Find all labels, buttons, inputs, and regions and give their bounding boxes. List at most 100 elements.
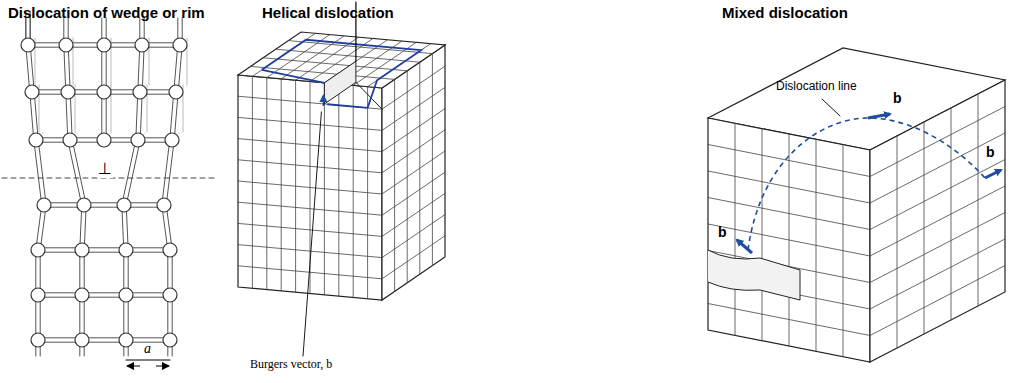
grid-line bbox=[382, 87, 445, 130]
grid-line bbox=[870, 133, 1005, 203]
atom bbox=[75, 333, 89, 347]
grid-line bbox=[870, 239, 1005, 309]
atom bbox=[31, 333, 45, 347]
atom bbox=[37, 198, 51, 212]
burgers-vector bbox=[323, 96, 325, 106]
atom bbox=[97, 133, 111, 147]
grid-line bbox=[288, 41, 432, 54]
panel-title: Dislocation of wedge or rim bbox=[8, 4, 205, 21]
atom bbox=[119, 288, 133, 302]
atom bbox=[59, 38, 73, 52]
burgers-circuit bbox=[262, 70, 325, 83]
atom bbox=[119, 333, 133, 347]
atom-bond bbox=[166, 140, 174, 205]
front-face bbox=[708, 118, 870, 362]
grid-line bbox=[238, 181, 382, 194]
side-face bbox=[382, 45, 445, 300]
burgers-circuit bbox=[262, 40, 421, 108]
atom-bond bbox=[34, 140, 42, 205]
callout-label: Dislocation line bbox=[776, 80, 857, 94]
atom bbox=[29, 133, 43, 147]
side-face bbox=[870, 80, 1005, 362]
grid-line bbox=[382, 172, 445, 215]
atom bbox=[135, 38, 149, 52]
burgers-symbol: b bbox=[986, 144, 995, 160]
burgers-vector-arrow bbox=[868, 114, 890, 118]
atom bbox=[25, 85, 39, 99]
dimension-line bbox=[126, 360, 170, 361]
grid-line bbox=[382, 193, 445, 236]
edge-dislocation-lattice bbox=[2, 12, 214, 366]
dimension-arrow bbox=[127, 366, 140, 367]
mixed-dislocation-block bbox=[708, 48, 1005, 362]
dislocation-curve bbox=[748, 118, 985, 250]
step-face bbox=[324, 61, 356, 104]
panel-title: Helical dislocation bbox=[262, 4, 394, 21]
leader-line bbox=[822, 99, 840, 116]
grid-line bbox=[870, 186, 1005, 256]
grid-line bbox=[263, 58, 407, 71]
slip-step bbox=[708, 250, 800, 300]
atom bbox=[21, 38, 35, 52]
grid-line bbox=[708, 224, 870, 256]
atom bbox=[31, 243, 45, 257]
atom-bond bbox=[162, 140, 170, 205]
atom bbox=[75, 243, 89, 257]
atom bbox=[133, 85, 147, 99]
grid-line bbox=[238, 223, 382, 236]
dislocation-symbol: ⊥ bbox=[97, 160, 113, 178]
panel-title: Mixed dislocation bbox=[722, 4, 848, 21]
grid-line bbox=[238, 117, 382, 130]
grid-line bbox=[238, 202, 382, 215]
dimension-arrow bbox=[156, 366, 169, 367]
grid-line bbox=[708, 198, 870, 230]
burgers-vector-arrow bbox=[737, 240, 752, 253]
grid-line bbox=[382, 130, 445, 173]
grid-line bbox=[238, 245, 382, 258]
atom bbox=[163, 333, 177, 347]
grid-line bbox=[382, 66, 445, 109]
atom bbox=[163, 243, 177, 257]
grid-line bbox=[708, 145, 870, 177]
atom bbox=[165, 133, 179, 147]
atom bbox=[31, 288, 45, 302]
atom bbox=[163, 288, 177, 302]
grid-line bbox=[276, 49, 420, 62]
atom bbox=[77, 198, 91, 212]
grid-line bbox=[382, 151, 445, 194]
atom bbox=[173, 38, 187, 52]
atom bbox=[61, 85, 75, 99]
grid-line bbox=[382, 109, 445, 152]
grid-line bbox=[708, 304, 870, 336]
atom bbox=[63, 133, 77, 147]
lattice-constant: a bbox=[144, 341, 151, 357]
screw-dislocation-block bbox=[238, 2, 445, 356]
grid-line bbox=[870, 160, 1005, 230]
leader-line bbox=[303, 112, 321, 356]
atom bbox=[97, 85, 111, 99]
burgers-symbol: b bbox=[893, 90, 902, 106]
grid-line bbox=[870, 266, 1005, 336]
atom-bond bbox=[72, 140, 86, 205]
atom bbox=[131, 133, 145, 147]
atom-bond bbox=[38, 140, 46, 205]
grid-line bbox=[708, 171, 870, 203]
grid-line bbox=[382, 215, 445, 258]
atom bbox=[169, 85, 183, 99]
atom bbox=[117, 198, 131, 212]
grid-line bbox=[238, 139, 382, 152]
callout-label: Burgers vector, b bbox=[250, 358, 332, 372]
atom bbox=[119, 243, 133, 257]
grid-line bbox=[870, 107, 1005, 177]
grid-line bbox=[238, 160, 382, 173]
grid-line bbox=[870, 213, 1005, 283]
atom-bond bbox=[126, 140, 140, 205]
atom bbox=[97, 38, 111, 52]
atom bbox=[157, 198, 171, 212]
burgers-vector-arrow bbox=[985, 170, 1001, 178]
grid-line bbox=[382, 236, 445, 279]
atom bbox=[75, 288, 89, 302]
burgers-symbol: b bbox=[718, 224, 727, 240]
